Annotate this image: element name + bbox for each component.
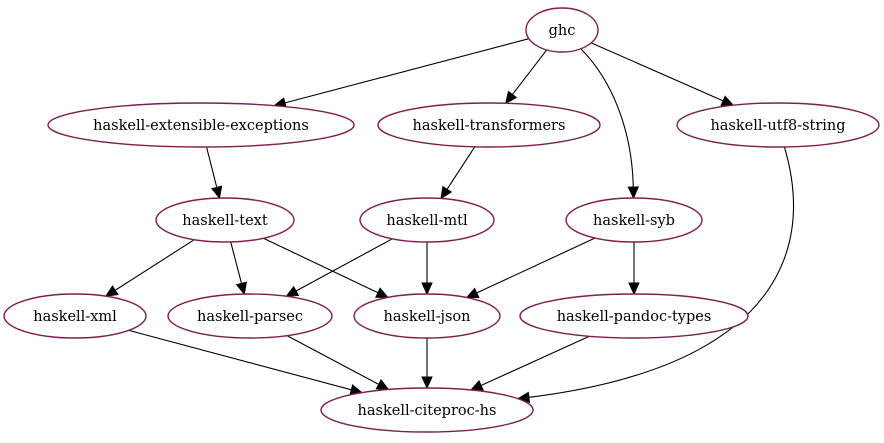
edge-haskell-json-to-haskell-citeproc-hs	[421, 338, 433, 390]
node-haskell-xml: haskell-xml	[3, 293, 147, 339]
edge-line	[206, 146, 218, 188]
node-ellipse	[167, 293, 333, 339]
edge-ghc-to-haskell-syb	[580, 48, 640, 200]
arrowhead	[627, 186, 640, 200]
arrowhead	[504, 90, 518, 105]
node-haskell-transformers: haskell-transformers	[377, 102, 601, 148]
edge-haskell-parsec-to-haskell-citeproc-hs	[286, 335, 390, 391]
node-haskell-citeproc-hs: haskell-citeproc-hs	[320, 387, 534, 433]
edge-haskell-transformers-to-haskell-mtl	[440, 146, 476, 200]
edge-line	[263, 237, 379, 294]
node-ellipse	[155, 197, 295, 243]
node-haskell-text: haskell-text	[155, 197, 295, 243]
node-label: ghc	[549, 23, 576, 39]
arrowhead	[235, 281, 247, 296]
node-haskell-pandoc-types: haskell-pandoc-types	[519, 293, 749, 339]
node-ellipse	[565, 197, 703, 243]
arrowhead	[104, 285, 119, 297]
node-ellipse	[377, 102, 601, 148]
node-ellipse	[47, 102, 355, 148]
node-label: haskell-parsec	[197, 309, 303, 325]
node-label: haskell-syb	[593, 213, 675, 229]
arrowhead	[421, 282, 433, 296]
edge-haskell-mtl-to-haskell-parsec	[285, 238, 393, 297]
edges-layer	[104, 38, 794, 404]
edge-line	[286, 335, 379, 385]
edge-line	[476, 237, 596, 294]
edge-haskell-text-to-haskell-parsec	[230, 241, 247, 296]
edge-haskell-extensible-exceptions-to-haskell-text	[206, 146, 223, 200]
edge-haskell-xml-to-haskell-citeproc-hs	[128, 329, 364, 396]
arrowhead	[375, 287, 390, 298]
arrowhead	[211, 185, 223, 200]
node-label: haskell-utf8-string	[710, 118, 845, 134]
edge-line	[528, 146, 794, 398]
node-ellipse	[320, 387, 534, 433]
edge-line	[446, 146, 476, 190]
node-haskell-syb: haskell-syb	[565, 197, 703, 243]
edge-line	[114, 239, 195, 291]
arrowhead	[720, 95, 735, 106]
node-ellipse	[359, 197, 495, 243]
node-ellipse	[519, 293, 749, 339]
node-ellipse	[353, 293, 501, 339]
nodes-layer: ghc haskell-extensible-exceptions haskell-…	[3, 7, 880, 433]
node-haskell-utf8-string: haskell-utf8-string	[676, 102, 880, 148]
edge-haskell-text-to-haskell-json	[263, 237, 390, 298]
edge-line	[480, 335, 590, 386]
arrowhead	[440, 185, 453, 200]
node-label: haskell-transformers	[413, 118, 566, 134]
edge-ghc-to-haskell-transformers	[504, 49, 548, 105]
edge-haskell-pandoc-types-to-haskell-citeproc-hs	[469, 335, 590, 391]
node-label: haskell-pandoc-types	[557, 309, 712, 325]
node-ellipse	[525, 7, 599, 53]
arrowhead	[628, 282, 640, 296]
edge-line	[580, 48, 634, 188]
node-ghc: ghc	[525, 7, 599, 53]
edge-line	[284, 38, 530, 104]
edge-haskell-text-to-haskell-xml	[104, 239, 195, 297]
edge-line	[511, 49, 548, 95]
edge-line	[128, 329, 352, 391]
edge-line	[230, 241, 243, 284]
node-label: haskell-text	[182, 213, 268, 229]
edge-ghc-to-haskell-extensible-exceptions	[273, 38, 530, 109]
node-ellipse	[3, 293, 147, 339]
node-haskell-json: haskell-json	[353, 293, 501, 339]
edge-haskell-utf8-string-to-haskell-citeproc-hs	[516, 146, 794, 404]
node-label: haskell-mtl	[386, 213, 468, 229]
arrowhead	[375, 379, 390, 391]
node-haskell-extensible-exceptions: haskell-extensible-exceptions	[47, 102, 355, 148]
edge-haskell-mtl-to-haskell-json	[421, 242, 433, 296]
node-label: haskell-citeproc-hs	[358, 403, 497, 419]
node-haskell-mtl: haskell-mtl	[359, 197, 495, 243]
node-haskell-parsec: haskell-parsec	[167, 293, 333, 339]
arrowhead	[465, 287, 480, 299]
node-label: haskell-json	[384, 309, 471, 325]
arrowhead	[421, 376, 433, 390]
arrowhead	[285, 285, 300, 297]
node-label: haskell-extensible-exceptions	[93, 118, 309, 134]
edge-haskell-syb-to-haskell-pandoc-types	[628, 242, 640, 296]
node-label: haskell-xml	[33, 309, 117, 325]
node-ellipse	[676, 102, 880, 148]
edge-haskell-syb-to-haskell-json	[465, 237, 596, 299]
edge-line	[590, 42, 724, 102]
edge-line	[295, 238, 393, 292]
arrowhead	[469, 379, 484, 391]
